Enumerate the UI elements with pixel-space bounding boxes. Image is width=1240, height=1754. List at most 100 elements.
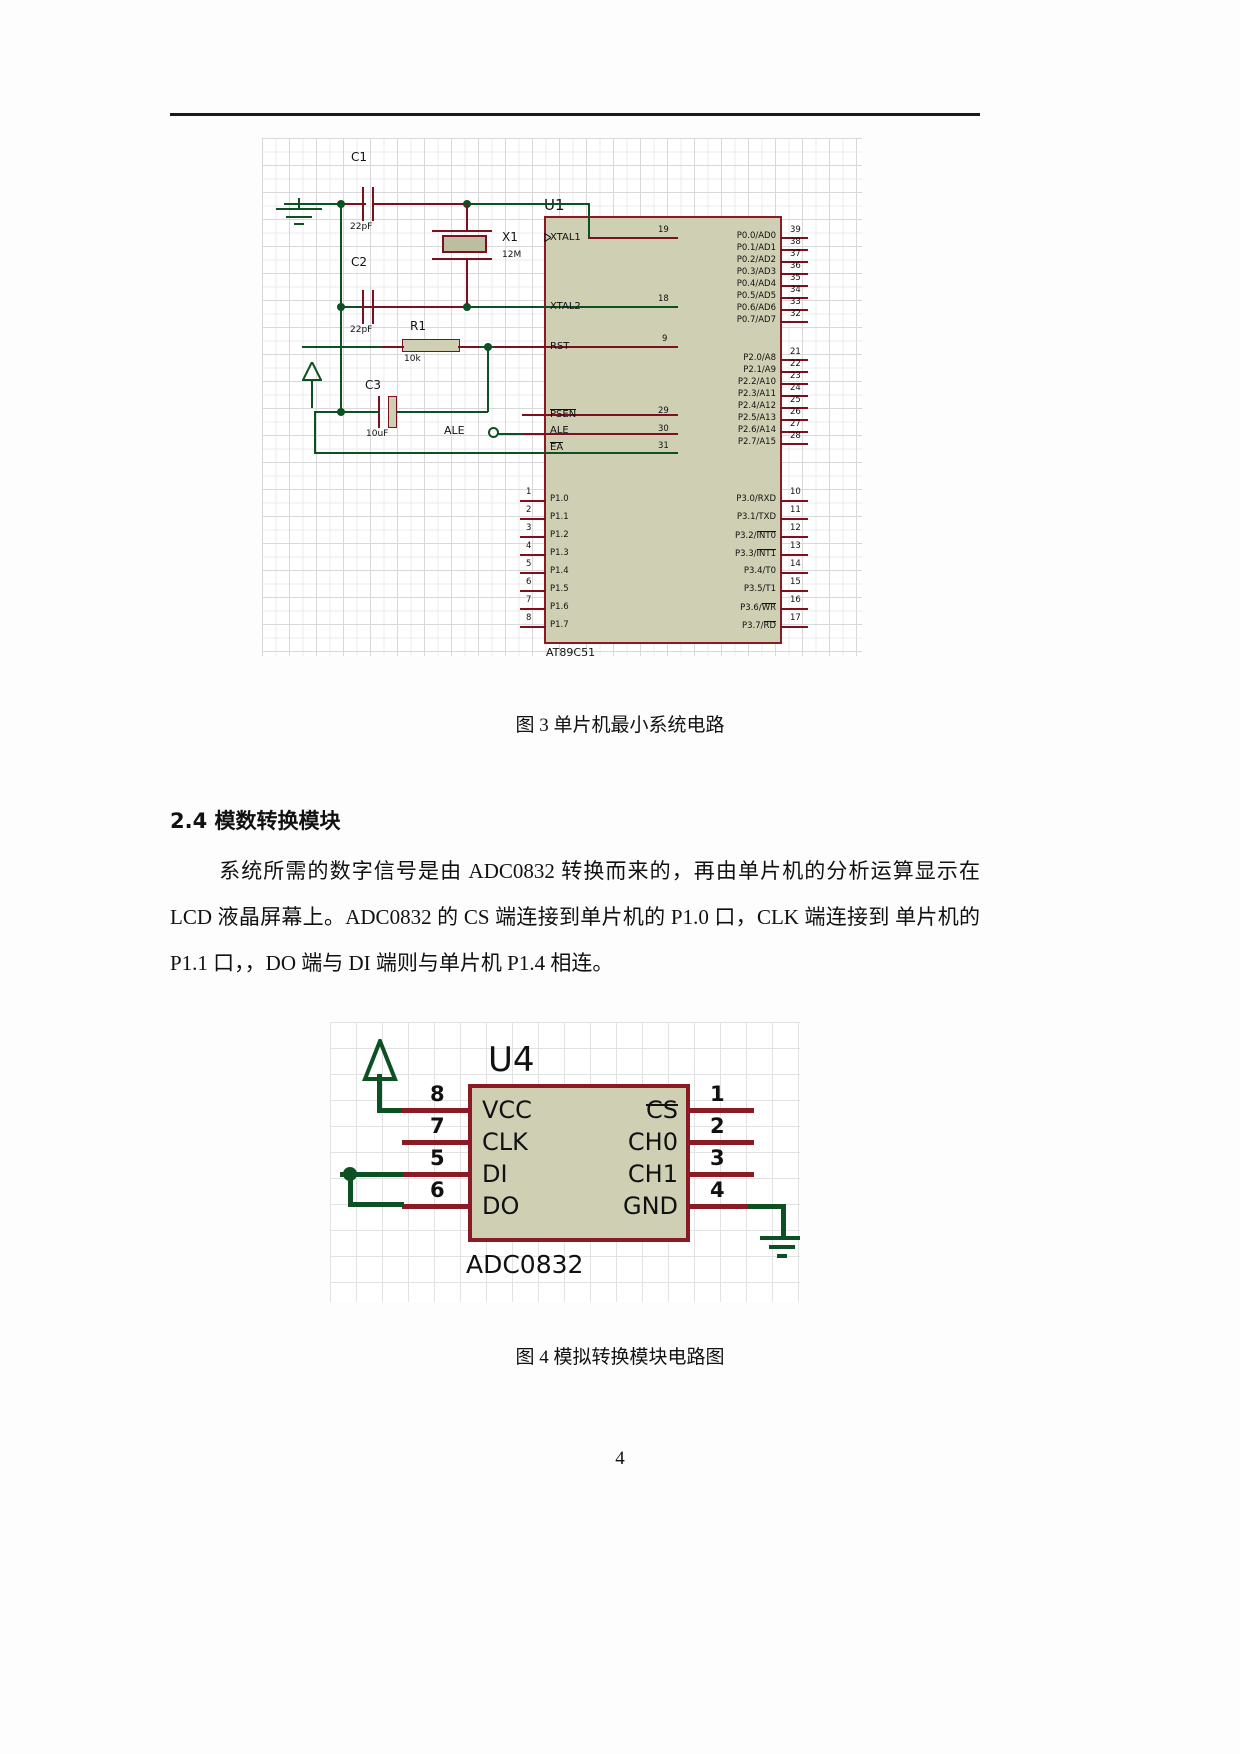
pin-label-p0-6: P0.6/AD6 <box>736 303 776 313</box>
pin-num-8: 8 <box>526 613 532 623</box>
adc-pin-label-clk: CLK <box>482 1128 528 1156</box>
vcc-arrow-stem <box>311 380 313 408</box>
pin-label-ea-text: EA <box>550 442 564 453</box>
pin-label-p2-0: P2.0/A8 <box>743 353 776 363</box>
pin-label-p3-3-prefix: P3.3/ <box>735 549 757 559</box>
pin-num-34: 34 <box>790 285 801 295</box>
pin-label-p0-7: P0.7/AD7 <box>736 315 776 325</box>
pin-label-p0-5: P0.5/AD5 <box>736 291 776 301</box>
wire-p0-3 <box>780 273 808 275</box>
wire-p1-4 <box>520 572 546 574</box>
wire-adc-pin-1 <box>688 1108 754 1113</box>
pin-label-p3-2-bar: INT0 <box>756 531 776 541</box>
wire-psen-pin <box>522 414 678 416</box>
pin-label-psen: PSEN <box>550 409 577 420</box>
crystal-plate-top <box>432 230 492 232</box>
wire-p3-1 <box>780 518 808 520</box>
pin-num-15: 15 <box>790 577 801 587</box>
wire-p3-4 <box>780 572 808 574</box>
junction-c3-left <box>337 408 345 416</box>
pin-num-32: 32 <box>790 309 801 319</box>
wire-p1-7 <box>520 626 546 628</box>
pin-num-22: 22 <box>790 359 801 369</box>
pin-label-p1-1: P1.1 <box>550 512 569 522</box>
wire-adc-di-do-link <box>348 1172 353 1206</box>
component-c3-ref: C3 <box>365 378 382 392</box>
adc-pin-label-cs: CS <box>570 1096 678 1124</box>
pin-num-19: 19 <box>658 225 669 235</box>
pin-label-p1-2: P1.2 <box>550 530 569 540</box>
pin-label-p3-7-prefix: P3.7/ <box>742 621 764 631</box>
pin-num-36: 36 <box>790 261 801 271</box>
wire-adc-pin-8 <box>402 1108 470 1113</box>
pin-label-p3-2: P3.2/INT0 <box>676 531 776 541</box>
wire-xtal-top-stem <box>466 203 468 231</box>
figure-4-schematic: U4 ADC0832 8 VCC 7 CLK 5 DI 6 DO 1 CS 2 … <box>330 1022 800 1302</box>
wire-xtal-bottom-stem <box>466 258 468 306</box>
wire-p2-6 <box>780 431 808 433</box>
wire-p3-5 <box>780 590 808 592</box>
wire-c2-to-xtal2-a <box>340 306 366 308</box>
wire-r1-to-rst <box>458 346 482 348</box>
pin-label-p0-3: P0.3/AD3 <box>736 267 776 277</box>
adc-pin-label-do: DO <box>482 1192 520 1220</box>
pin-label-p0-1: P0.1/AD1 <box>736 243 776 253</box>
pin-num-1: 1 <box>526 487 532 497</box>
wire-p0-6 <box>780 309 808 311</box>
pin-label-p3-7: P3.7/RD <box>676 621 776 631</box>
pin-num-13: 13 <box>790 541 801 551</box>
adc-pin-num-3: 3 <box>710 1146 725 1170</box>
pin-num-27: 27 <box>790 419 801 429</box>
pin-label-p0-4: P0.4/AD4 <box>736 279 776 289</box>
pin-num-3: 3 <box>526 523 532 533</box>
component-r1-ref: R1 <box>410 319 426 333</box>
pin-label-rst: RST <box>550 341 570 352</box>
body-paragraph: 系统所需的数字信号是由 ADC0832 转换而来的，再由单片机的分析运算显示在 … <box>170 848 980 986</box>
pin-num-11: 11 <box>790 505 801 515</box>
wire-p0-7 <box>780 321 808 323</box>
pin-num-26: 26 <box>790 407 801 417</box>
pin-num-10: 10 <box>790 487 801 497</box>
adc-pin-label-ch1: CH1 <box>627 1160 678 1188</box>
pin-label-p2-2: P2.2/A10 <box>737 377 776 387</box>
wire-p2-7 <box>780 443 808 445</box>
pin-label-p1-7: P1.7 <box>550 620 569 630</box>
pin-label-p3-6: P3.6/WR <box>676 603 776 613</box>
wire-adc-pin-6 <box>402 1204 470 1209</box>
adc-pin-label-cs-text: CS <box>646 1096 678 1124</box>
section-heading-2-4: 2.4 模数转换模块 <box>170 809 341 833</box>
pin-num-39: 39 <box>790 225 801 235</box>
wire-p1-2 <box>520 536 546 538</box>
chip-u1-body <box>544 216 782 644</box>
chip-u1-name: AT89C51 <box>546 646 596 656</box>
adc-pin-num-4: 4 <box>710 1178 725 1202</box>
wire-to-xtal1-drop <box>588 203 590 239</box>
pin-num-29: 29 <box>658 406 669 416</box>
pin-num-28: 28 <box>790 431 801 441</box>
pin-label-p3-2-prefix: P3.2/ <box>735 531 757 541</box>
wire-adc-di-tie <box>340 1172 404 1177</box>
wire-xtal1-pin <box>588 237 678 239</box>
pin-label-p2-1: P2.1/A9 <box>743 365 776 375</box>
pin-label-ale: ALE <box>550 425 569 436</box>
chip-u4-body <box>468 1084 690 1242</box>
pin-label-xtal2: XTAL2 <box>550 301 581 312</box>
wire-p3-0 <box>780 500 808 502</box>
pin-num-35: 35 <box>790 273 801 283</box>
wire-c3-right <box>396 411 488 413</box>
wire-p3-3 <box>780 554 808 556</box>
component-c2-value: 22pF <box>350 325 373 335</box>
wire-adc-pin-5 <box>402 1172 470 1177</box>
pin-label-p3-5: P3.5/T1 <box>743 584 776 594</box>
resistor-r1-body <box>402 339 460 352</box>
adc-pin-label-vcc: VCC <box>482 1096 532 1124</box>
wire-c3-left <box>314 411 380 413</box>
wire-p2-1 <box>780 371 808 373</box>
wire-ea-run <box>314 452 678 454</box>
wire-adc-pin-2 <box>688 1140 754 1145</box>
adc-pin-num-1: 1 <box>710 1082 725 1106</box>
adc-pin-num-2: 2 <box>710 1114 725 1138</box>
ale-net-terminal-icon <box>488 427 499 438</box>
pin-label-p3-6-prefix: P3.6/ <box>740 603 762 613</box>
adc-pin-num-5: 5 <box>430 1146 445 1170</box>
